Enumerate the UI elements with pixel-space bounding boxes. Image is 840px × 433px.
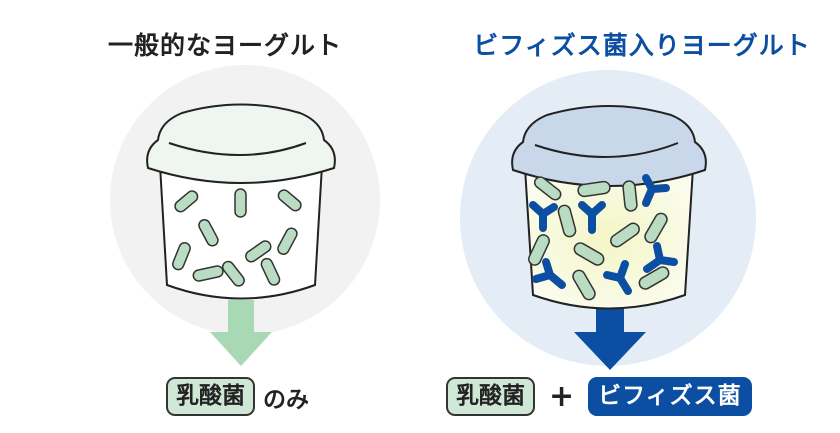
pill-bifidus-bacteria: ビフィズス菌: [588, 377, 752, 416]
title-bifidus-yogurt: ビフィズス菌入りヨーグルト: [473, 31, 811, 60]
pill-lactic-bacteria: 乳酸菌: [166, 377, 255, 416]
cup-lid: [146, 103, 336, 184]
general-yogurt-illustration: [110, 65, 380, 366]
arrow-down-icon: [210, 300, 272, 366]
bifidus-bacteria: [529, 174, 678, 295]
label-lactic-only: 乳酸菌 のみ: [166, 377, 309, 416]
label-lactic-plus-bifidus: 乳酸菌 + ビフィズス菌: [446, 377, 752, 416]
plus-sign: +: [549, 379, 575, 414]
lactic-bacteria: [172, 188, 302, 287]
panel-bifidus-yogurt: ビフィズス菌入りヨーグルト: [420, 0, 840, 433]
lactic-bacteria: [528, 176, 670, 301]
pill-lactic-bacteria: 乳酸菌: [446, 377, 535, 416]
title-general-yogurt: 一般的なヨーグルト: [108, 31, 343, 60]
label-only-text: のみ: [263, 386, 309, 413]
panel-general-yogurt: 一般的なヨーグルト 乳酸菌 のみ: [108, 31, 380, 416]
bifidus-yogurt-illustration: [460, 70, 756, 370]
